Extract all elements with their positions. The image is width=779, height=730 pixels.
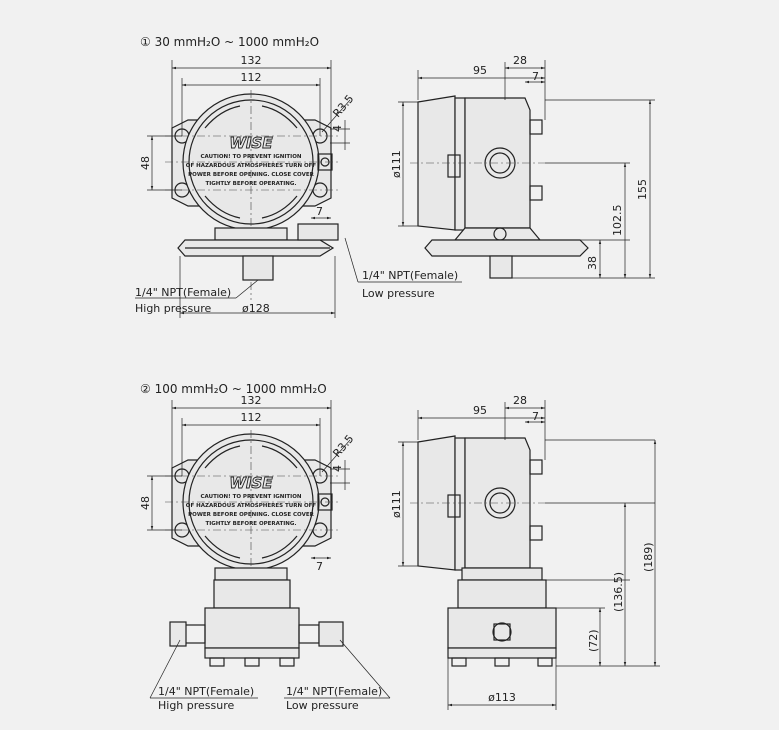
variant-2-title: ② 100 mmH₂O ~ 1000 mmH₂O	[140, 382, 327, 396]
dim-4: 4	[331, 465, 344, 472]
low-port-spec: 1/4" NPT(Female)	[362, 269, 458, 282]
high-pressure-label: High pressure	[158, 699, 235, 712]
dim-95: 95	[473, 404, 487, 417]
caution-line-1: CAUTION! TO PREVENT IGNITION	[200, 154, 301, 160]
nameplate: WISE CAUTION! TO PREVENT IGNITION OF HAZ…	[186, 474, 317, 527]
dim-128: ø128	[242, 302, 270, 315]
low-pressure-label: Low pressure	[362, 287, 435, 300]
dim-7: 7	[316, 205, 323, 218]
dim-r35: R3.5	[330, 92, 356, 120]
dim-48: 48	[139, 496, 152, 510]
dim-7: 7	[316, 560, 323, 573]
dim-136-5: (136.5)	[612, 572, 625, 612]
low-port-spec: 1/4" NPT(Female)	[286, 685, 382, 698]
variant-2-side-view: 95 28 7 ø111 (189) (136.5) (72) ø113	[390, 394, 660, 710]
wise-logo: WISE	[229, 134, 273, 152]
dim-7: 7	[532, 410, 539, 423]
caution-line-1: CAUTION! TO PREVENT IGNITION	[200, 494, 301, 500]
dim-48: 48	[139, 156, 152, 170]
variant-2-front-view: WISE CAUTION! TO PREVENT IGNITION OF HAZ…	[139, 394, 391, 712]
high-port-spec: 1/4" NPT(Female)	[158, 685, 254, 698]
caution-line-2: OF HAZARDOUS ATMOSPHERES TURN OFF	[186, 503, 317, 509]
low-pressure-label: Low pressure	[286, 699, 359, 712]
dim-28: 28	[513, 394, 527, 407]
dim-111: ø111	[390, 490, 403, 518]
dim-113: ø113	[488, 691, 516, 704]
variant-1-front-view: WISE CAUTION! TO PREVENT IGNITION OF HAZ…	[135, 54, 462, 318]
dim-102-5: 102.5	[611, 205, 624, 237]
high-pressure-label: High pressure	[135, 302, 212, 315]
dim-72: (72)	[587, 629, 600, 652]
dim-112: 112	[241, 411, 262, 424]
dim-r35: R3.5	[330, 432, 356, 460]
dim-7: 7	[532, 70, 539, 83]
high-port-spec: 1/4" NPT(Female)	[135, 286, 231, 299]
wise-logo: WISE	[229, 474, 273, 492]
caution-line-4: TIGHTLY BEFORE OPERATING.	[205, 181, 296, 187]
variant-1-drawing: ① 30 mmH₂O ~ 1000 mmH₂O WISE CAUTION! TO…	[135, 35, 655, 318]
dim-28: 28	[513, 54, 527, 67]
variant-1-title: ① 30 mmH₂O ~ 1000 mmH₂O	[140, 35, 319, 49]
variant-2-drawing: ② 100 mmH₂O ~ 1000 mmH₂O WISE CAUTION! T…	[139, 382, 660, 712]
caution-line-2: OF HAZARDOUS ATMOSPHERES TURN OFF	[186, 163, 317, 169]
dim-155: 155	[636, 179, 649, 200]
dim-132: 132	[241, 54, 262, 67]
caution-line-4: TIGHTLY BEFORE OPERATING.	[205, 521, 296, 527]
caution-line-3: POWER BEFORE OPENING. CLOSE COVER	[188, 172, 314, 178]
dim-95: 95	[473, 64, 487, 77]
variant-1-side-view: 95 28 7 ø111 155 102.5 38	[390, 54, 655, 279]
dim-189: (189)	[642, 542, 655, 572]
dim-38: 38	[586, 256, 599, 270]
dim-4: 4	[331, 125, 344, 132]
dim-112: 112	[241, 71, 262, 84]
caution-line-3: POWER BEFORE OPENING. CLOSE COVER	[188, 512, 314, 518]
dim-111: ø111	[390, 150, 403, 178]
dim-132: 132	[241, 394, 262, 407]
nameplate: WISE CAUTION! TO PREVENT IGNITION OF HAZ…	[186, 134, 317, 187]
